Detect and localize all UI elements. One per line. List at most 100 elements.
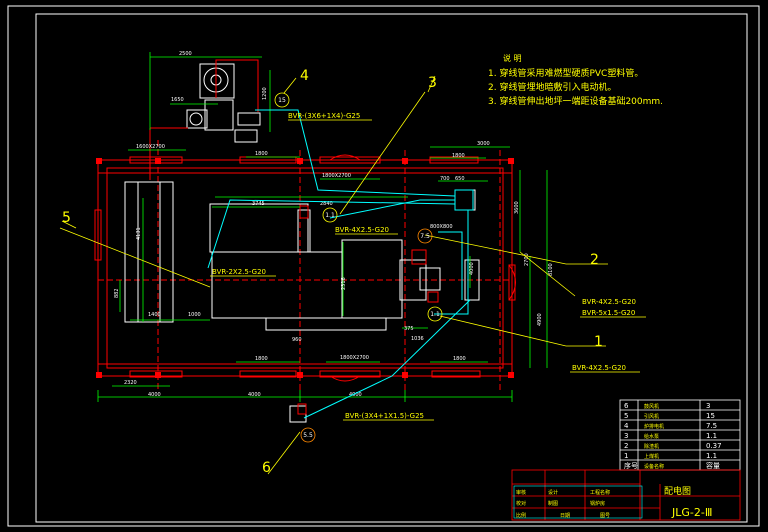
dimension-texts: 2500 1650 1200 1600X2700 1800 1800X2700 … xyxy=(114,51,554,398)
inner-border xyxy=(35,13,748,523)
fan-motor-box xyxy=(199,63,235,99)
notes-heading: 说 明 xyxy=(503,53,522,63)
svg-text:8100: 8100 xyxy=(548,263,554,276)
table-cell-no: 序号 xyxy=(624,461,638,470)
cable-route-3 xyxy=(329,199,455,219)
svg-text:1800: 1800 xyxy=(453,356,466,362)
title-cell-1: 审核 xyxy=(516,489,526,496)
cable-label-underlines xyxy=(210,119,646,421)
table-cell-name: 上煤机 xyxy=(644,453,659,460)
table-cell-name: 给水泵 xyxy=(644,433,659,440)
leader-3: 3 xyxy=(428,75,437,91)
table-cell-kw: 3 xyxy=(706,402,710,410)
svg-text:375: 375 xyxy=(404,326,414,332)
cable-route-1 xyxy=(434,210,469,315)
cable-label-6: BVR-(3X4+1X1.5)-G25 xyxy=(345,412,424,420)
cable-label-5: BVR-2X2.5-G20 xyxy=(212,268,266,276)
title-cell-5: 工程名称 xyxy=(590,489,610,496)
title-cell-3: 校对 xyxy=(516,500,526,507)
svg-text:2316: 2316 xyxy=(341,277,347,290)
title-cell-2: 设计 xyxy=(548,489,558,496)
columns xyxy=(96,158,514,378)
motor-tag-labels: 15 1.1 7.5 1.1 5.5 xyxy=(278,97,440,439)
svg-text:960: 960 xyxy=(292,337,302,343)
svg-text:2320: 2320 xyxy=(124,380,137,386)
cable-label-4: BVR-(3X6+1X4)-G25 xyxy=(288,112,360,120)
cable-labels: BVR-(3X6+1X4)-G25 BVR-4X2.5-G20 BVR-2X2.… xyxy=(212,112,636,420)
svg-text:1800X2700: 1800X2700 xyxy=(340,355,369,361)
svg-text:7.5: 7.5 xyxy=(420,233,430,240)
table-cell-no: 6 xyxy=(624,402,629,410)
note-2: 2. 穿线管埋地暗敷引入电动机。 xyxy=(488,81,616,93)
distribution-box xyxy=(454,189,474,211)
motor-tags xyxy=(274,92,443,443)
note-1: 1. 穿线管采用难燃型硬质PVC塑料管。 xyxy=(488,67,643,79)
svg-text:3000: 3000 xyxy=(477,141,490,147)
table-cell-kw: 0.37 xyxy=(706,442,722,450)
svg-text:3745: 3745 xyxy=(252,201,265,207)
drawing-name: 配电图 xyxy=(664,485,691,497)
svg-text:4000: 4000 xyxy=(248,392,261,398)
svg-text:800X800: 800X800 xyxy=(430,224,453,230)
note-3: 3. 穿线管伸出地坪一端距设备基础200mm. xyxy=(488,95,663,107)
table-cell-no: 2 xyxy=(624,442,628,450)
cable-label-1: BVR-4X2.5-G20 xyxy=(572,364,626,372)
svg-text:2840: 2840 xyxy=(320,201,333,207)
table-cell-kw: 15 xyxy=(706,412,715,420)
boiler-body xyxy=(211,251,343,319)
cable-label-3: BVR-4X2.5-G20 xyxy=(335,226,389,234)
table-cell-name: 除渣机 xyxy=(644,443,659,450)
callout-numbers: 4 3 5 2 1 6 xyxy=(62,68,603,476)
svg-text:4900: 4900 xyxy=(537,313,543,326)
cable-label-2a: BVR-4X2.5-G20 xyxy=(582,298,636,306)
leader-5: 5 xyxy=(62,210,71,226)
cable-routes xyxy=(207,109,474,419)
svg-text:1000: 1000 xyxy=(188,312,201,318)
table-cell-kw: 容量 xyxy=(706,461,720,470)
leaders xyxy=(59,75,608,475)
red-equipment-details xyxy=(149,59,439,415)
svg-text:1600X2700: 1600X2700 xyxy=(136,144,165,150)
outer-border xyxy=(7,5,760,527)
cable-route-5 xyxy=(207,199,456,269)
cable-route-2 xyxy=(438,231,463,300)
cable-label-2b: BVR-5x1.5-G20 xyxy=(582,309,635,317)
svg-text:1800: 1800 xyxy=(452,153,465,159)
leader-6: 6 xyxy=(262,460,271,476)
duct-column xyxy=(124,181,174,323)
svg-text:1650: 1650 xyxy=(171,97,184,103)
drawing-number: JLG-2-Ⅲ xyxy=(671,506,712,519)
svg-text:1036: 1036 xyxy=(411,336,424,342)
svg-text:4000: 4000 xyxy=(148,392,161,398)
notes-block: 说 明 1. 穿线管采用难燃型硬质PVC塑料管。 2. 穿线管埋地暗敷引入电动机… xyxy=(488,53,663,107)
table-cell-kw: 7.5 xyxy=(706,422,717,430)
svg-text:4000: 4000 xyxy=(349,392,362,398)
table-cell-name: 设备名称 xyxy=(644,463,664,470)
table-cell-name: 引风机 xyxy=(644,413,659,420)
table-cell-no: 3 xyxy=(624,432,628,440)
svg-text:650: 650 xyxy=(455,176,465,182)
equipment xyxy=(124,63,480,423)
title-block: 审核 设计 校对 制图 工程名称 锅炉房 比例 日期 图号 配电图 JLG-2-… xyxy=(511,469,741,521)
dimension-lines xyxy=(97,52,548,402)
svg-text:2700: 2700 xyxy=(524,253,530,266)
svg-text:1800: 1800 xyxy=(255,356,268,362)
svg-text:1400: 1400 xyxy=(148,312,161,318)
title-cell-8: 日期 xyxy=(560,513,570,519)
pump-motor xyxy=(419,267,441,291)
title-cell-9: 图号 xyxy=(600,513,610,519)
leader-1: 1 xyxy=(594,334,603,350)
svg-text:4131: 4131 xyxy=(136,227,142,240)
table-cell-no: 1 xyxy=(624,452,628,460)
building-walls xyxy=(94,140,516,390)
title-cell-6: 锅炉房 xyxy=(590,500,605,507)
svg-text:1.1: 1.1 xyxy=(325,212,335,219)
table-cell-name: 炉排电机 xyxy=(644,423,664,430)
svg-text:1800: 1800 xyxy=(255,151,268,157)
title-cell-4: 制图 xyxy=(548,500,558,507)
svg-text:1.1: 1.1 xyxy=(430,311,440,318)
svg-text:3600: 3600 xyxy=(514,201,520,214)
blower-motor xyxy=(237,112,261,126)
